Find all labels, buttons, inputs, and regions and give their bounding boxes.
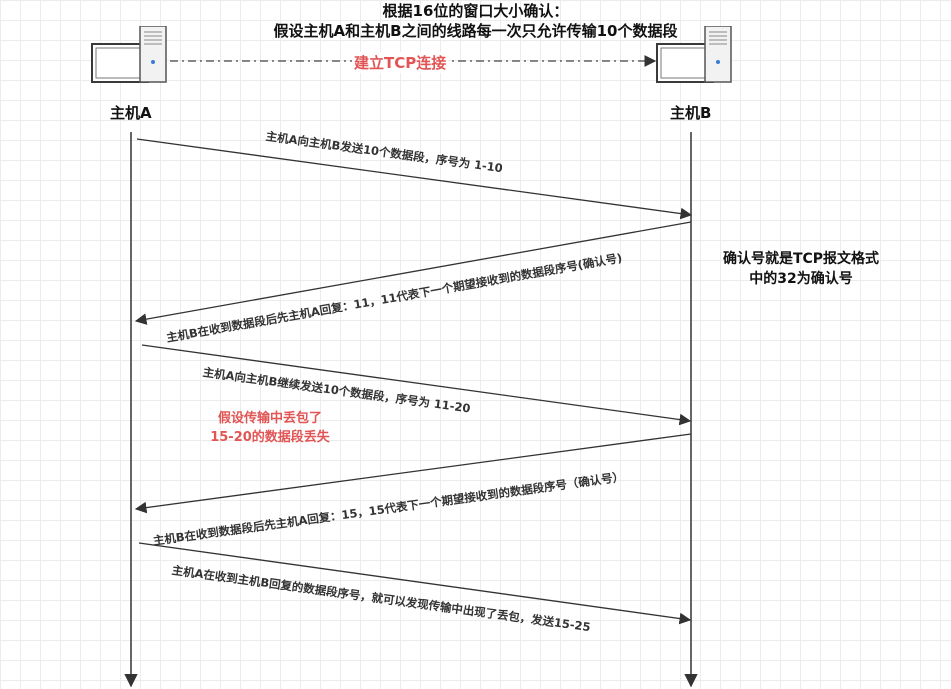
message-arrow-5 bbox=[138, 542, 692, 625]
diagram-title-line-2: 假设主机A和主机B之间的线路每一次只允许传输10个数据段 bbox=[273, 22, 678, 40]
ack-number-note-line-2: 中的32为确认号 bbox=[749, 271, 853, 287]
host-b-label: 主机B bbox=[670, 104, 712, 122]
message-arrow-2 bbox=[134, 221, 692, 325]
packet-loss-note-line-2: 15-20的数据段丢失 bbox=[210, 430, 330, 445]
host-b-computer-icon bbox=[656, 26, 732, 83]
tcp-connection-label: 建立TCP连接 bbox=[352, 52, 449, 73]
host-a-computer-icon bbox=[91, 26, 167, 83]
host-a-label: 主机A bbox=[110, 104, 152, 122]
ack-number-note-line-1: 确认号就是TCP报文格式 bbox=[722, 251, 880, 267]
message-arrow-1 bbox=[136, 138, 693, 220]
message-arrow-4 bbox=[134, 433, 692, 514]
message-arrow-3 bbox=[141, 344, 692, 426]
packet-loss-note-line-1: 假设传输中丢包了 bbox=[217, 411, 322, 426]
diagram-title-line-1: 根据16位的窗口大小确认： bbox=[382, 2, 569, 20]
